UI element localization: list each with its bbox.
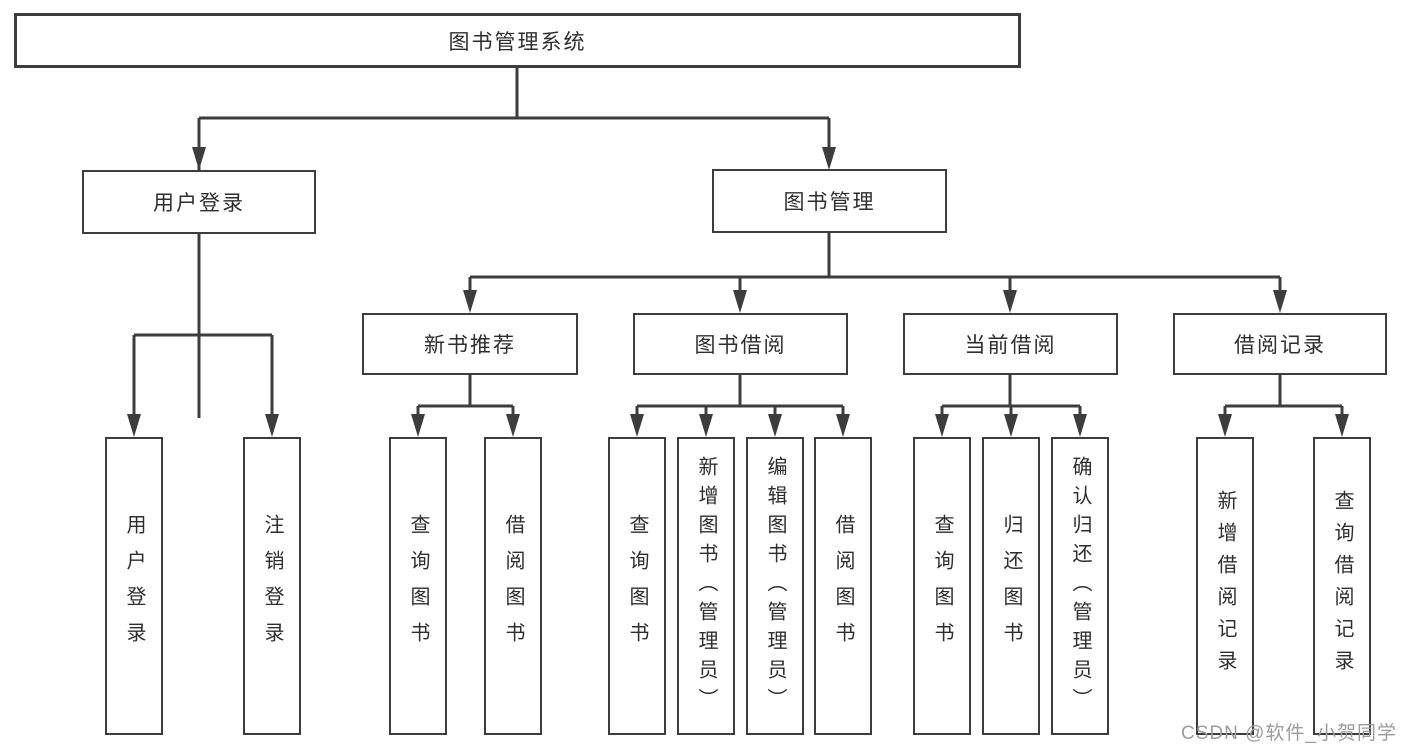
node-user-login: 用户登录 bbox=[82, 170, 316, 234]
node-current-borrow: 当前借阅 bbox=[903, 313, 1118, 375]
node-new-book-recommend: 新书推荐 bbox=[362, 313, 578, 375]
leaf-query-book-recommend: 查询图书 bbox=[389, 437, 447, 735]
arrowheads bbox=[127, 147, 1349, 437]
leaf-add-book-admin: 新增图书（管理员） bbox=[677, 437, 735, 735]
leaf-edit-book-admin: 编辑图书（管理员） bbox=[746, 437, 804, 735]
csdn-watermark: CSDN @软件_小贺同学 bbox=[1181, 723, 1397, 744]
leaf-query-borrow-record: 查询借阅记录 bbox=[1313, 437, 1371, 735]
leaf-borrow-book-recommend: 借阅图书 bbox=[484, 437, 542, 735]
leaf-query-book-borrow: 查询图书 bbox=[608, 437, 666, 735]
leaf-logout: 注销登录 bbox=[243, 437, 301, 735]
node-book-borrow: 图书借阅 bbox=[633, 313, 848, 375]
leaf-confirm-return-admin: 确认归还（管理员） bbox=[1051, 437, 1109, 735]
node-system-root: 图书管理系统 bbox=[14, 13, 1021, 68]
leaf-query-book-current: 查询图书 bbox=[913, 437, 971, 735]
leaf-borrow-book: 借阅图书 bbox=[814, 437, 872, 735]
leaf-user-login: 用户登录 bbox=[105, 437, 163, 735]
node-book-management: 图书管理 bbox=[712, 169, 947, 233]
leaf-return-book: 归还图书 bbox=[982, 437, 1040, 735]
node-borrow-records: 借阅记录 bbox=[1173, 313, 1387, 375]
leaf-add-borrow-record: 新增借阅记录 bbox=[1196, 437, 1254, 735]
